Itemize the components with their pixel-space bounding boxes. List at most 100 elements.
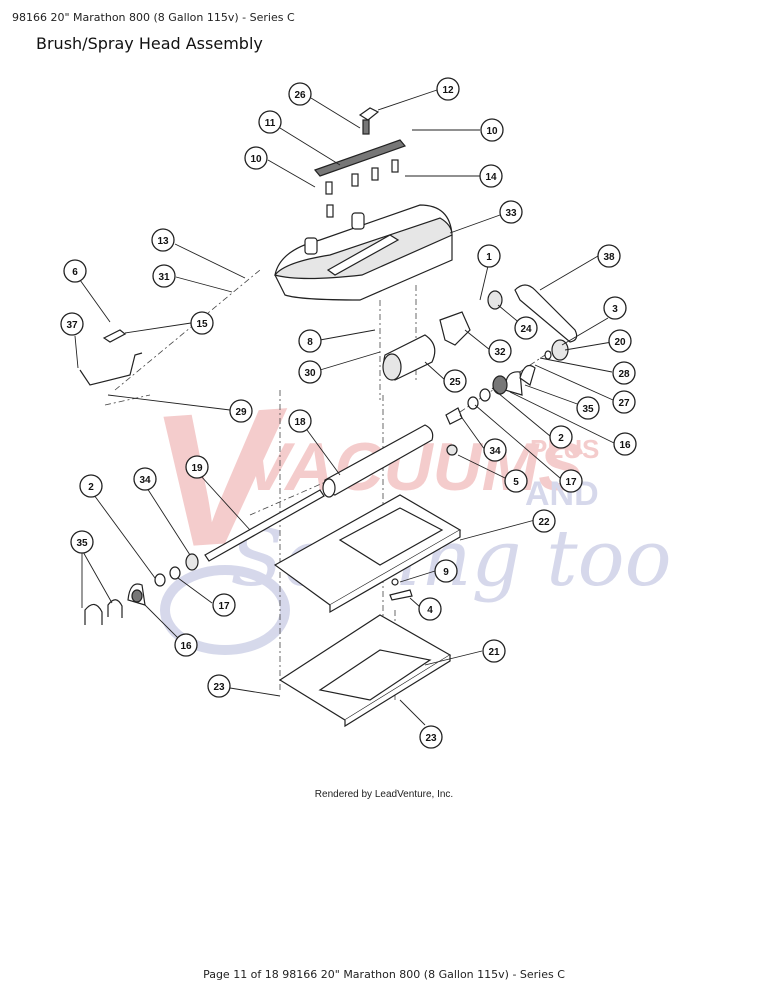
callout: 6 xyxy=(63,259,87,283)
exploded-parts-diagram: V VACUUMS PLUS AND Sewing too xyxy=(60,77,672,749)
svg-text:23: 23 xyxy=(425,733,437,744)
callout: 28 xyxy=(612,361,636,385)
left-bearings xyxy=(84,566,181,625)
callout: 23 xyxy=(207,674,231,698)
svg-text:16: 16 xyxy=(619,440,631,451)
svg-text:35: 35 xyxy=(76,538,88,549)
svg-text:35: 35 xyxy=(582,404,594,415)
callout: 23 xyxy=(419,725,443,749)
callout: 10 xyxy=(480,118,504,142)
svg-text:22: 22 xyxy=(538,517,550,528)
callout: 21 xyxy=(482,639,506,663)
callout: 30 xyxy=(298,360,322,384)
callout: 35 xyxy=(576,396,600,420)
svg-text:1: 1 xyxy=(486,252,492,263)
svg-text:30: 30 xyxy=(304,368,316,379)
callout: 4 xyxy=(418,597,442,621)
svg-text:29: 29 xyxy=(235,407,247,418)
svg-text:6: 6 xyxy=(72,267,78,278)
callout: 22 xyxy=(532,509,556,533)
svg-text:37: 37 xyxy=(66,320,78,331)
svg-text:31: 31 xyxy=(158,272,170,283)
svg-text:17: 17 xyxy=(565,477,577,488)
callout: 33 xyxy=(499,200,523,224)
callout: 29 xyxy=(229,399,253,423)
svg-text:32: 32 xyxy=(494,347,506,358)
callout: 3 xyxy=(603,296,627,320)
svg-text:13: 13 xyxy=(157,236,169,247)
svg-text:26: 26 xyxy=(294,90,306,101)
callout: 16 xyxy=(174,633,198,657)
callout: 11 xyxy=(258,110,282,134)
page-footer: Page 11 of 18 98166 20" Marathon 800 (8 … xyxy=(203,968,565,981)
callout: 18 xyxy=(288,409,312,433)
svg-text:25: 25 xyxy=(449,377,461,388)
svg-text:2: 2 xyxy=(88,482,94,493)
callout: 8 xyxy=(298,329,322,353)
brush-head-cover xyxy=(273,204,453,301)
callout: 20 xyxy=(608,329,632,353)
svg-text:8: 8 xyxy=(307,337,313,348)
callout: 13 xyxy=(151,228,175,252)
brush-shaft xyxy=(185,489,325,571)
svg-text:33: 33 xyxy=(505,208,517,219)
svg-text:17: 17 xyxy=(218,601,230,612)
callout: 2 xyxy=(79,474,103,498)
svg-text:23: 23 xyxy=(213,682,225,693)
svg-text:9: 9 xyxy=(443,567,449,578)
svg-text:28: 28 xyxy=(618,369,630,380)
svg-text:3: 3 xyxy=(612,304,618,315)
bottom-plate xyxy=(278,614,452,728)
callout: 31 xyxy=(152,264,176,288)
svg-text:10: 10 xyxy=(250,154,262,165)
callout: 14 xyxy=(479,164,503,188)
motor xyxy=(382,334,436,381)
callout: 12 xyxy=(436,77,460,101)
svg-text:34: 34 xyxy=(139,475,151,486)
svg-text:38: 38 xyxy=(603,252,615,263)
right-bearings xyxy=(445,365,536,425)
page-title: Brush/Spray Head Assembly xyxy=(36,34,263,53)
callout: 19 xyxy=(185,455,209,479)
svg-text:15: 15 xyxy=(196,319,208,330)
callout: 24 xyxy=(514,316,538,340)
callout: 27 xyxy=(612,390,636,414)
callout: 17 xyxy=(212,593,236,617)
svg-text:12: 12 xyxy=(442,85,454,96)
svg-text:34: 34 xyxy=(489,446,501,457)
svg-text:19: 19 xyxy=(191,463,203,474)
part-callouts: 26 12 11 10 10 14 33 13 31 6 1 38 37 15 … xyxy=(60,77,637,749)
spray-bar xyxy=(313,107,407,218)
svg-text:11: 11 xyxy=(265,118,276,129)
svg-text:10: 10 xyxy=(486,126,498,137)
bumper-rod xyxy=(79,329,143,386)
leader-lines xyxy=(74,89,615,726)
render-credit: Rendered by LeadVenture, Inc. xyxy=(314,789,454,800)
svg-text:24: 24 xyxy=(520,324,532,335)
svg-text:14: 14 xyxy=(485,172,497,183)
callout: 15 xyxy=(190,311,214,335)
callout: 25 xyxy=(443,369,467,393)
callout: 1 xyxy=(477,244,501,268)
callout: 38 xyxy=(597,244,621,268)
callout: 32 xyxy=(488,339,512,363)
svg-text:5: 5 xyxy=(513,477,519,488)
callout: 37 xyxy=(60,312,84,336)
svg-text:4: 4 xyxy=(427,605,433,616)
svg-text:2: 2 xyxy=(558,433,564,444)
callout: 17 xyxy=(559,469,583,493)
svg-text:18: 18 xyxy=(294,417,306,428)
svg-text:21: 21 xyxy=(488,647,500,658)
callout: 34 xyxy=(133,467,157,491)
motor-bracket xyxy=(439,311,471,346)
callout: 26 xyxy=(288,82,312,106)
callout: 34 xyxy=(483,438,507,462)
svg-text:27: 27 xyxy=(618,398,630,409)
callout: 10 xyxy=(244,146,268,170)
callout: 5 xyxy=(504,469,528,493)
svg-text:20: 20 xyxy=(614,337,626,348)
drive-belt xyxy=(514,284,578,343)
svg-text:16: 16 xyxy=(180,641,192,652)
callout: 16 xyxy=(613,432,637,456)
callout: 2 xyxy=(549,425,573,449)
